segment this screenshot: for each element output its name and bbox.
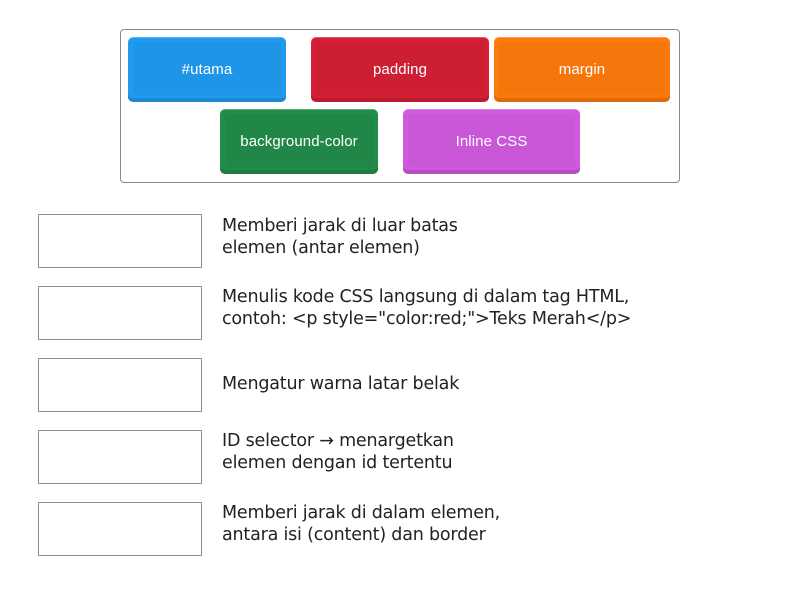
tile-label: background-color <box>240 133 358 150</box>
description: Memberi jarak di dalam elemen, antara is… <box>222 503 501 545</box>
tile-label: #utama <box>181 61 233 78</box>
description: Menulis kode CSS langsung di dalam tag H… <box>222 287 632 329</box>
drop-slot[interactable] <box>38 502 202 556</box>
tile-padding[interactable]: padding <box>311 37 489 102</box>
tile-label: margin <box>558 61 606 78</box>
tile-utama[interactable]: #utama <box>128 37 286 102</box>
word-bank: #utama padding margin background-color I… <box>120 29 680 183</box>
drop-slot[interactable] <box>38 214 202 268</box>
tile-background-color[interactable]: background-color <box>220 109 378 174</box>
tile-margin[interactable]: margin <box>494 37 670 102</box>
drop-slot[interactable] <box>38 286 202 340</box>
description: Memberi jarak di luar batas elemen (anta… <box>222 216 458 258</box>
tile-inline-css[interactable]: Inline CSS <box>403 109 580 174</box>
description: Mengatur warna latar belak <box>222 374 460 394</box>
description: ID selector → menargetkan elemen dengan … <box>222 431 454 473</box>
tile-label: padding <box>372 61 428 78</box>
drop-slot[interactable] <box>38 358 202 412</box>
drop-slot[interactable] <box>38 430 202 484</box>
tile-label: Inline CSS <box>455 133 528 150</box>
